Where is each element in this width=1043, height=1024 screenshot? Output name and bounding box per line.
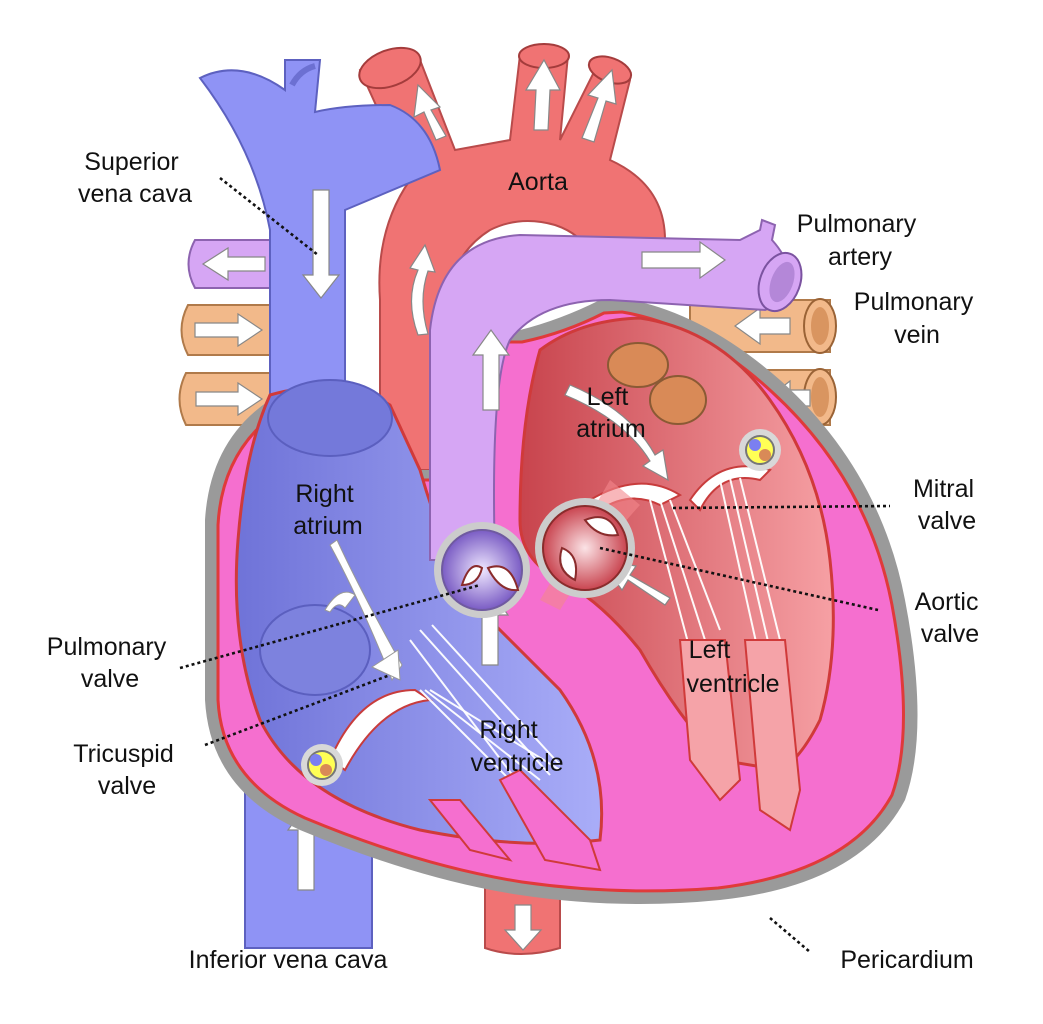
- label-pulmonary-valve: Pulmonary valve: [47, 633, 173, 693]
- chordae-left: [649, 477, 781, 661]
- coronary-vessel-left: [739, 429, 781, 471]
- up-arrow-icon: [409, 243, 436, 336]
- leader-lines: [179, 176, 891, 953]
- label-left-atrium: Left atrium: [576, 383, 645, 443]
- label-tricuspid-valve: Tricuspid valve: [73, 740, 180, 800]
- up-arrow-icon: [581, 68, 617, 143]
- label-superior-vena-cava: Superior vena cava: [78, 148, 192, 208]
- up-arrow-icon: [413, 83, 447, 141]
- down-arrow-icon: [301, 189, 341, 299]
- right-arrow-icon: [195, 381, 264, 417]
- left-arrow-icon: [733, 306, 791, 346]
- label-pulmonary-vein: Pulmonary vein: [854, 288, 980, 349]
- label-aortic-valve: Aortic valve: [915, 588, 986, 648]
- up-arrow-icon: [524, 58, 561, 131]
- right-arrow-icon: [194, 312, 264, 348]
- label-inferior-vena-cava: Inferior vena cava: [189, 946, 388, 974]
- labels: Superior vena cava Aorta Pulmonary arter…: [47, 148, 986, 974]
- label-right-atrium: Right atrium: [293, 480, 362, 540]
- coronary-vessel-right: [301, 744, 343, 786]
- right-arrow-icon: [641, 240, 727, 280]
- label-mitral-valve: Mitral valve: [913, 475, 981, 535]
- label-pulmonary-artery: Pulmonary artery: [797, 210, 923, 271]
- curved-arrow-icon: [564, 384, 669, 482]
- label-aorta: Aorta: [508, 168, 568, 196]
- pulmonary-artery: [429, 218, 803, 618]
- up-arrow-icon: [471, 328, 511, 411]
- label-left-ventricle: Left ventricle: [686, 636, 779, 698]
- label-pericardium: Pericardium: [840, 946, 973, 974]
- label-right-ventricle: Right ventricle: [470, 716, 563, 777]
- down-arrow-icon: [503, 904, 543, 951]
- chordae-right: [409, 624, 561, 791]
- left-arrow-icon: [201, 246, 266, 282]
- descending-aorta: [484, 879, 561, 955]
